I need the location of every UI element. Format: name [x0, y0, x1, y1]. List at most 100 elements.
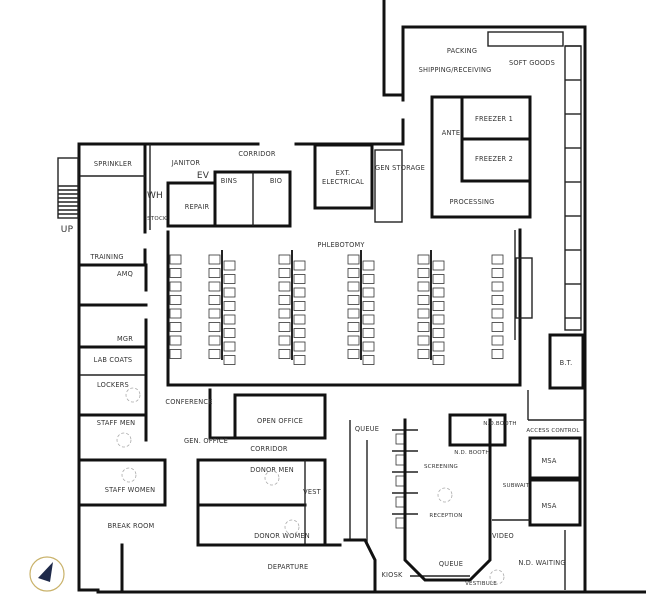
phlebotomy-chair [223, 341, 236, 352]
phlebotomy-chair [223, 355, 236, 365]
label-janitor: JANITOR [171, 159, 201, 167]
screening-chair [395, 433, 405, 445]
phlebotomy-chair [417, 254, 430, 265]
phlebotomy-chair [417, 335, 430, 346]
label-staff-men: STAFF MEN [97, 419, 135, 427]
phlebotomy-chair [362, 314, 375, 325]
phlebotomy-chair [278, 322, 291, 332]
label-nd-waiting: N.D. WAITING [518, 559, 565, 567]
label-ante: ANTE [442, 129, 460, 137]
phlebotomy-divider [221, 250, 223, 360]
label-corridor-mid: CORRIDOR [250, 445, 288, 453]
phlebotomy-chair [417, 322, 430, 332]
label-repair: REPAIR [185, 203, 210, 211]
phlebotomy-chair [208, 254, 221, 265]
wheelchair-icon [125, 387, 141, 403]
phlebotomy-chair [208, 268, 221, 278]
phlebotomy-divider [291, 250, 293, 360]
phlebotomy-chair [347, 335, 360, 346]
label-kiosk: KIOSK [382, 571, 403, 579]
phlebotomy-chair [208, 295, 221, 305]
label-training: TRAINING [89, 253, 123, 261]
label-stock: STOCK [147, 216, 167, 222]
label-lockers: LOCKERS [97, 381, 129, 389]
label-queue-lower: QUEUE [439, 560, 463, 568]
label-reception: RECEPTION [429, 513, 462, 519]
phlebotomy-chair [223, 314, 236, 325]
wheelchair-icon [437, 487, 453, 503]
label-up: UP [61, 225, 74, 235]
label-freezer-2: FREEZER 2 [475, 155, 513, 163]
label-vest: VEST [303, 488, 321, 496]
phlebotomy-chair [362, 328, 375, 338]
wheelchair-icon [264, 470, 280, 486]
phlebotomy-chair [223, 287, 236, 298]
label-conference: CONFERENCE [165, 398, 212, 406]
phlebotomy-chair [169, 335, 182, 346]
label-ev: EV [197, 171, 210, 181]
phlebotomy-chair [293, 260, 306, 271]
label-lab-coats: LAB COATS [94, 356, 133, 364]
wheelchair-icon [121, 467, 137, 483]
phlebotomy-chair [278, 295, 291, 305]
phlebotomy-chair [293, 314, 306, 325]
wheelchair-icon [116, 432, 132, 448]
phlebotomy-chair [347, 281, 360, 292]
phlebotomy-chair [347, 295, 360, 305]
label-mgr: MGR [117, 335, 133, 343]
phlebotomy-chair [208, 308, 221, 319]
phlebotomy-chair [347, 268, 360, 278]
phlebotomy-chair [278, 254, 291, 265]
phlebotomy-chair [417, 281, 430, 292]
screening-chair [395, 454, 405, 466]
phlebotomy-chair [362, 287, 375, 298]
phlebotomy-chair [417, 349, 430, 359]
phlebotomy-chair [223, 301, 236, 311]
phlebotomy-chair [432, 287, 445, 298]
phlebotomy-chair [432, 301, 445, 311]
phlebotomy-chair [208, 335, 221, 346]
phlebotomy-chair [278, 335, 291, 346]
label-freezer-1: FREEZER 1 [475, 115, 513, 123]
phlebotomy-chair [491, 295, 504, 305]
phlebotomy-chair [362, 274, 375, 284]
phlebotomy-chair [362, 260, 375, 271]
label-gen-office: GEN. OFFICE [184, 437, 228, 445]
phlebotomy-chair [169, 322, 182, 332]
phlebotomy-chair [169, 268, 182, 278]
phlebotomy-chair [278, 349, 291, 359]
phlebotomy-chair [432, 341, 445, 352]
phlebotomy-chair [362, 341, 375, 352]
north-arrow-icon [29, 556, 65, 592]
phlebotomy-chair [208, 281, 221, 292]
wheelchair-icons [116, 387, 505, 585]
phlebotomy-chair [208, 349, 221, 359]
label-bins: BINS [221, 177, 237, 185]
label-screening: SCREENING [424, 464, 458, 470]
screening-chair [395, 475, 405, 487]
phlebotomy-chair [362, 301, 375, 311]
label-ext-electrical-1: EXT. [336, 169, 351, 177]
phlebotomy-chair [417, 295, 430, 305]
label-staff-women: STAFF WOMEN [105, 486, 156, 494]
phlebotomy-chair [347, 254, 360, 265]
phlebotomy-chair [293, 341, 306, 352]
phlebotomy-chair [208, 322, 221, 332]
screening-chair [395, 517, 405, 529]
label-break-room: BREAK ROOM [108, 522, 155, 530]
phlebotomy-chair [223, 328, 236, 338]
phlebotomy-chair [432, 260, 445, 271]
phlebotomy-chair [293, 355, 306, 365]
phlebotomy-chair [432, 328, 445, 338]
exterior-walls [77, 0, 646, 594]
phlebotomy-chair [293, 274, 306, 284]
phlebotomy-chair [491, 281, 504, 292]
screening-chair [395, 496, 405, 508]
phlebotomy-chair [362, 355, 375, 365]
label-wh: WH [147, 191, 163, 201]
interior-walls [78, 31, 585, 592]
phlebotomy-divider [360, 250, 362, 360]
label-donor-men: DONOR MEN [250, 466, 294, 474]
phlebotomy-chair [491, 335, 504, 346]
